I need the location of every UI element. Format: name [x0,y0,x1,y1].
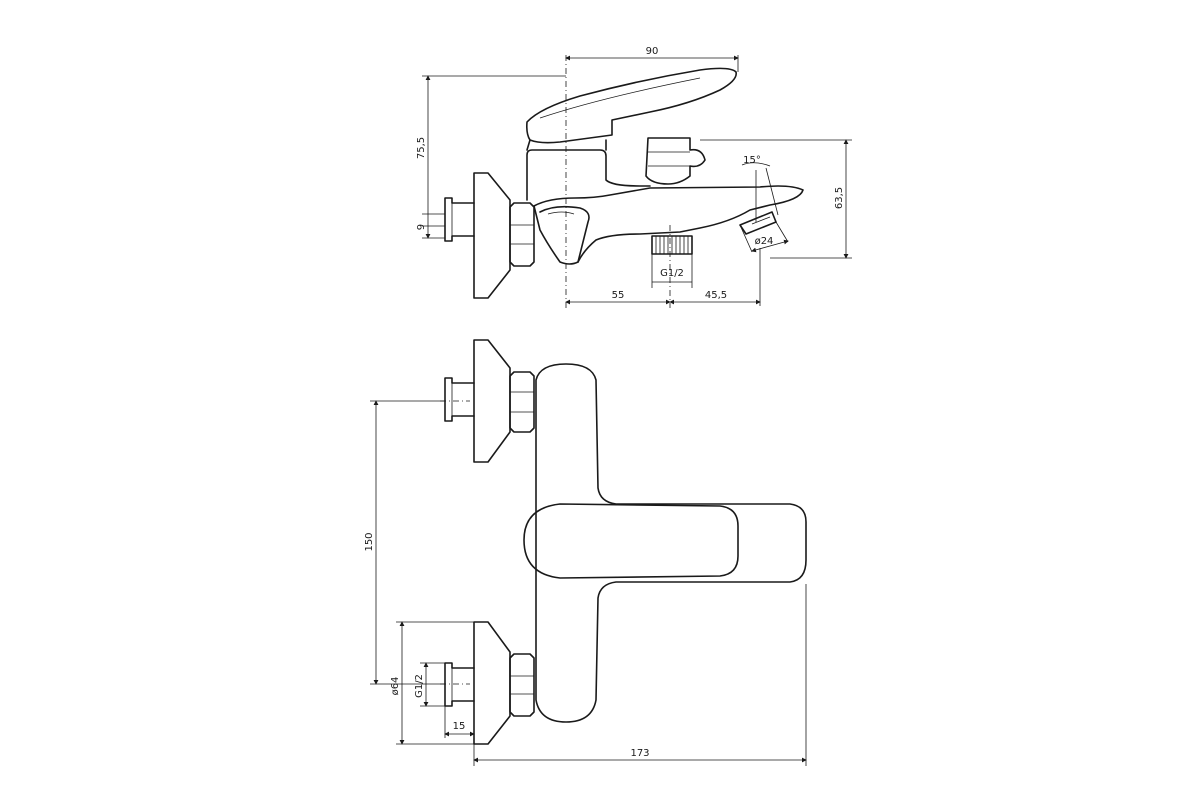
top-lower-nut [509,653,535,717]
dim-g12-side: G1/2 [660,268,684,279]
side-pipe-stub [444,197,475,242]
side-diverter-knob [645,137,706,185]
side-handle [526,67,737,144]
dim-9: 9 [416,224,427,230]
top-upper-flange [473,339,511,463]
dim-o64: ø64 [390,677,401,696]
top-upper-nut [509,371,535,433]
top-upper-pipe [444,377,475,422]
side-wall-flange [473,172,511,299]
top-body [535,363,807,723]
dim-g12-top: G1/2 [414,674,425,698]
dim-150: 150 [364,532,375,551]
side-body-lower [533,185,804,265]
side-spout-outlet [739,211,777,235]
dim-90: 90 [646,46,659,57]
top-lower-flange [473,621,511,745]
side-hex-nut [509,202,535,267]
dim-75-5: 75,5 [416,137,427,159]
dim-45-5: 45,5 [705,290,727,301]
dim-15: 15 [453,721,466,732]
dim-15-deg: 15° [743,155,761,166]
dim-55: 55 [612,290,625,301]
side-view: 90 75,5 9 63,5 15° ø24 G1/2 55 [416,46,852,308]
dim-63-5: 63,5 [834,187,845,209]
dim-o24: ø24 [755,236,774,247]
top-lower-pipe [444,662,475,707]
top-view: 150 ø64 G1/2 15 173 [364,339,807,766]
top-handle [523,503,739,579]
side-body [526,149,651,201]
dim-173: 173 [630,748,649,759]
